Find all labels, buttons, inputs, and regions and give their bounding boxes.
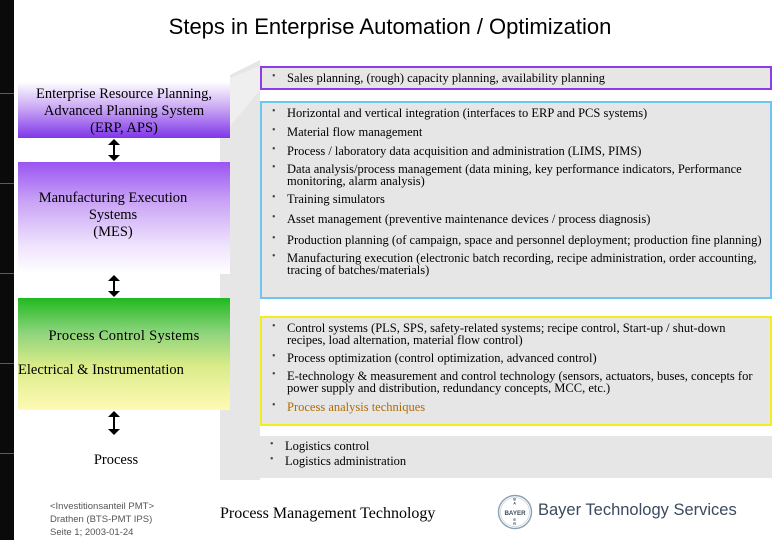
arrow-mes-pcs — [108, 275, 120, 297]
list-item: E-technology & measurement and control t… — [270, 369, 762, 394]
svg-text:A: A — [513, 501, 516, 505]
list-item: Data analysis/process management (data m… — [270, 162, 762, 187]
footer-line-2: Drathen (BTS-PMT IPS) — [50, 514, 153, 525]
list-item: Asset management (preventive maintenance… — [270, 212, 762, 225]
list-item: Material flow management — [270, 125, 762, 138]
box-pcs-items: Control systems (PLS, SPS, safety-relate… — [260, 316, 772, 426]
list-item: Process analysis techniques — [270, 400, 762, 413]
list-item: Sales planning, (rough) capacity plannin… — [270, 71, 762, 84]
level-pcs: Process Control Systems Electrical & Ins… — [18, 298, 230, 410]
bayer-cross-logo: BAYER B A E R — [497, 494, 533, 530]
arrow-erp-mes — [108, 139, 120, 161]
svg-text:E: E — [513, 518, 516, 522]
slide-title: Steps in Enterprise Automation / Optimiz… — [168, 14, 612, 39]
svg-text:R: R — [513, 522, 516, 526]
arrow-pcs-process — [108, 411, 120, 435]
level-process-label: Process — [93, 452, 139, 468]
footer-title: Process Management Technology — [220, 505, 436, 522]
list-item: Process / laboratory data acquisition an… — [270, 144, 762, 157]
brand-name: Bayer Technology Services — [538, 501, 737, 519]
level-process: Process — [18, 436, 230, 478]
box-mes-items: Horizontal and vertical integration (int… — [260, 101, 772, 299]
level-erp-aps-label: Enterprise Resource Planning, Advanced P… — [36, 86, 212, 136]
level-mes: Manufacturing Execution Systems (MES) — [18, 162, 230, 274]
list-item: Logistics control — [268, 439, 764, 452]
svg-text:B: B — [513, 497, 516, 501]
svg-text:BAYER: BAYER — [504, 510, 526, 517]
list-item: Production planning (of campaign, space … — [270, 233, 762, 246]
level-mes-label: Manufacturing Execution Systems (MES) — [38, 190, 188, 240]
box-process-items: Logistics control Logistics administrati… — [260, 436, 772, 478]
level-pcs-label: Process Control Systems — [48, 328, 200, 344]
level-erp-aps: Enterprise Resource Planning, Advanced P… — [18, 72, 230, 138]
list-item: Training simulators — [270, 192, 762, 205]
list-item: Logistics administration — [268, 454, 764, 467]
box-erp-items: Sales planning, (rough) capacity plannin… — [260, 66, 772, 90]
list-item: Horizontal and vertical integration (int… — [270, 106, 762, 119]
footer-line-3: Seite 1; 2003-01-24 — [50, 527, 134, 538]
funnel-connector — [220, 60, 260, 480]
level-ei-label: Electrical & Instrumentation — [18, 362, 184, 378]
footer-info: <Investitionsanteil PMT> Drathen (BTS-PM… — [50, 500, 154, 539]
list-item: Process optimization (control optimizati… — [270, 351, 762, 364]
list-item: Manufacturing execution (electronic batc… — [270, 251, 762, 276]
left-decorative-strip — [0, 0, 14, 540]
footer-line-1: <Investitionsanteil PMT> — [50, 501, 155, 512]
list-item: Control systems (PLS, SPS, safety-relate… — [270, 321, 762, 346]
